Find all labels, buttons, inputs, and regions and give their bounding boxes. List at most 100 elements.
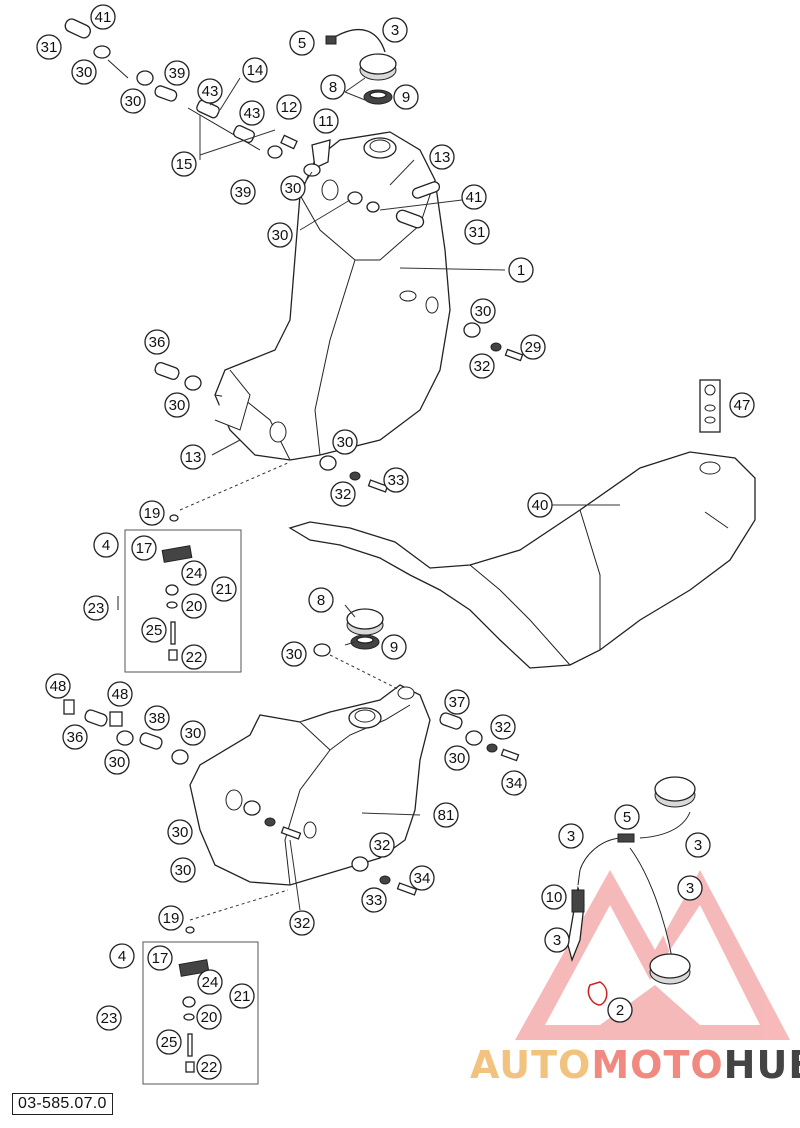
callout-circle <box>131 535 157 561</box>
callout-circle <box>181 560 207 586</box>
watermark-brand-auto: AUTO <box>470 1043 592 1087</box>
callout-circle <box>464 219 490 245</box>
callout-40: 40 <box>527 492 553 518</box>
callout-label: 33 <box>388 472 405 489</box>
callout-circle <box>147 945 173 971</box>
callout-30: 30 <box>444 745 470 771</box>
callout-label: 25 <box>161 1034 178 1051</box>
callout-label: 5 <box>623 809 631 826</box>
callout-circle <box>369 832 395 858</box>
callout-34: 34 <box>501 770 527 796</box>
callout-label: 12 <box>281 99 298 116</box>
callout-label: 32 <box>495 719 512 736</box>
callout-30: 30 <box>120 88 146 114</box>
callout-label: 21 <box>216 581 233 598</box>
watermark-brand-hub: HUB <box>723 1043 800 1087</box>
callout-circle <box>313 108 339 134</box>
watermark-brand-text: AUTOMOTOHUB <box>470 1043 800 1087</box>
callout-label: 32 <box>474 358 491 375</box>
callout-circle <box>381 634 407 660</box>
callout-13: 13 <box>180 444 206 470</box>
callout-circle <box>120 88 146 114</box>
callout-circle <box>677 875 703 901</box>
callout-12: 12 <box>276 94 302 120</box>
callout-22: 22 <box>181 644 207 670</box>
callout-3: 3 <box>382 17 408 43</box>
callout-5: 5 <box>289 30 315 56</box>
callout-label: 3 <box>391 22 399 39</box>
callout-circle <box>180 444 206 470</box>
callout-19: 19 <box>158 905 184 931</box>
callout-circle <box>62 724 88 750</box>
callout-24: 24 <box>197 969 223 995</box>
fuel-tap-group-1 <box>117 514 242 673</box>
callout-label: 23 <box>88 600 105 617</box>
callout-39: 39 <box>164 60 190 86</box>
callout-label: 41 <box>466 189 483 206</box>
callout-circle <box>383 467 409 493</box>
callout-label: 3 <box>553 932 561 949</box>
callout-3: 3 <box>685 832 711 858</box>
callout-3: 3 <box>558 823 584 849</box>
callout-circle <box>281 641 307 667</box>
breather-hose-assembly <box>567 776 696 1006</box>
callout-8: 8 <box>320 74 346 100</box>
callout-circle <box>181 644 207 670</box>
callout-label: 4 <box>102 537 110 554</box>
callout-17: 17 <box>147 945 173 971</box>
callout-label: 48 <box>50 678 67 695</box>
callout-30: 30 <box>71 59 97 85</box>
callout-label: 2 <box>616 1002 624 1019</box>
fuel-tank-lower <box>63 608 520 896</box>
callout-label: 32 <box>335 486 352 503</box>
callout-label: 30 <box>285 180 302 197</box>
callout-label: 30 <box>109 754 126 771</box>
callout-label: 31 <box>469 224 486 241</box>
callout-circle <box>197 969 223 995</box>
callout-41: 41 <box>461 184 487 210</box>
callout-circle <box>164 392 190 418</box>
callout-label: 34 <box>414 870 431 887</box>
callout-label: 14 <box>247 62 264 79</box>
callout-label: 24 <box>186 565 203 582</box>
callout-label: 10 <box>546 889 563 906</box>
callout-21: 21 <box>211 576 237 602</box>
callout-label: 30 <box>76 64 93 81</box>
callout-circle <box>167 819 193 845</box>
callout-label: 13 <box>185 449 202 466</box>
callout-label: 15 <box>176 156 193 173</box>
callout-label: 30 <box>172 824 189 841</box>
callout-43: 43 <box>239 100 265 126</box>
callout-label: 11 <box>318 113 334 130</box>
callout-15: 15 <box>171 151 197 177</box>
callout-19: 19 <box>139 500 165 526</box>
callout-label: 20 <box>186 598 203 615</box>
callout-label: 1 <box>517 262 525 279</box>
callout-circle <box>267 222 293 248</box>
callout-circle <box>170 857 196 883</box>
callout-label: 30 <box>125 93 142 110</box>
callout-label: 4 <box>118 948 126 965</box>
callout-22: 22 <box>196 1054 222 1080</box>
callout-32: 32 <box>330 481 356 507</box>
callout-25: 25 <box>156 1029 182 1055</box>
callout-label: 19 <box>144 505 161 522</box>
callout-31: 31 <box>36 34 62 60</box>
callout-circle <box>144 329 170 355</box>
callout-23: 23 <box>83 595 109 621</box>
watermark-brand-moto: MOTO <box>591 1043 724 1087</box>
callout-circle <box>164 60 190 86</box>
callout-circle <box>320 74 346 100</box>
callout-circle <box>181 593 207 619</box>
callout-20: 20 <box>196 1004 222 1030</box>
callout-32: 32 <box>369 832 395 858</box>
callout-label: 8 <box>317 592 325 609</box>
callout-36: 36 <box>62 724 88 750</box>
callout-circle <box>230 179 256 205</box>
callout-37: 37 <box>444 689 470 715</box>
callout-circle <box>109 943 135 969</box>
callout-label: 39 <box>235 184 252 201</box>
callout-label: 43 <box>202 83 219 100</box>
